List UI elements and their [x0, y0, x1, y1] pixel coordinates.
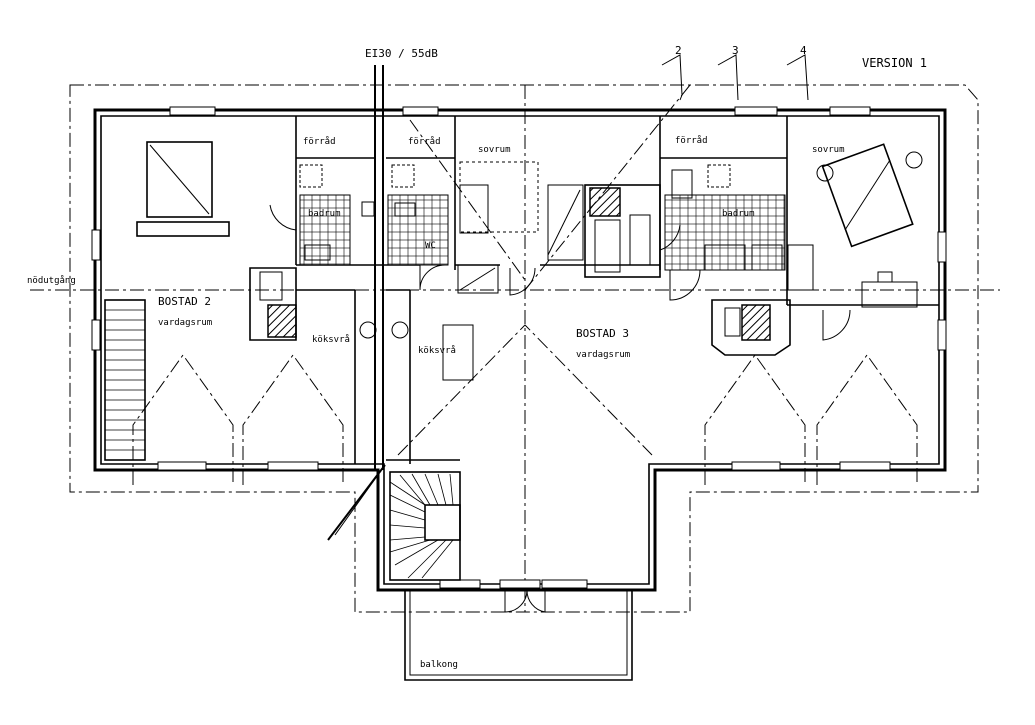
badrum-1-label: badrum: [308, 209, 341, 219]
doors: [419, 224, 851, 613]
section-4-label: 4: [800, 44, 807, 57]
bed-right: [816, 143, 923, 248]
vardagsrum-2-label: vardagsrum: [158, 318, 212, 328]
koksvra-mid-label: köksvrå: [418, 345, 456, 356]
vardagsrum-3-label: vardagsrum: [576, 350, 630, 360]
bathroom-right: [664, 164, 814, 291]
koksvra-left-label: köksvrå: [312, 334, 350, 345]
forrad-3-label: förråd: [675, 135, 708, 146]
bathroom-left: [269, 164, 449, 266]
windows: [91, 106, 947, 589]
forrad-1-label: förråd: [303, 136, 336, 147]
badrum-2-label: badrum: [722, 209, 755, 219]
emergency-exit-label: nödutgång: [27, 275, 76, 286]
bed-left: [136, 141, 230, 237]
roof-ridges: [132, 84, 918, 485]
sovrum-2-label: sovrum: [812, 145, 845, 155]
exterior-walls: [93, 108, 947, 592]
bostad-2-label: BOSTAD 2: [158, 295, 211, 308]
forrad-2-label: förråd: [408, 136, 441, 147]
sauna: [584, 184, 661, 278]
stair-center: [389, 471, 461, 581]
party-wall: [327, 65, 386, 541]
bostad-3-label: BOSTAD 3: [576, 327, 629, 340]
wc-label: WC: [425, 241, 436, 251]
wall-rating-label: EI30 / 55dB: [365, 47, 438, 60]
stair-left: [104, 299, 146, 461]
balcony: [404, 590, 633, 681]
fireplace-right: [711, 299, 791, 356]
closet-sovrum: [457, 161, 584, 294]
roof-outline: [30, 84, 1000, 613]
section-3-label: 3: [732, 44, 739, 57]
fireplace-left: [249, 267, 297, 341]
balkong-label: balkong: [420, 660, 458, 670]
kitchen-fixtures: [359, 271, 918, 381]
section-markers: [661, 54, 809, 101]
version-label: VERSION 1: [862, 56, 927, 70]
section-2-label: 2: [675, 44, 682, 57]
sovrum-1-label: sovrum: [478, 145, 511, 155]
